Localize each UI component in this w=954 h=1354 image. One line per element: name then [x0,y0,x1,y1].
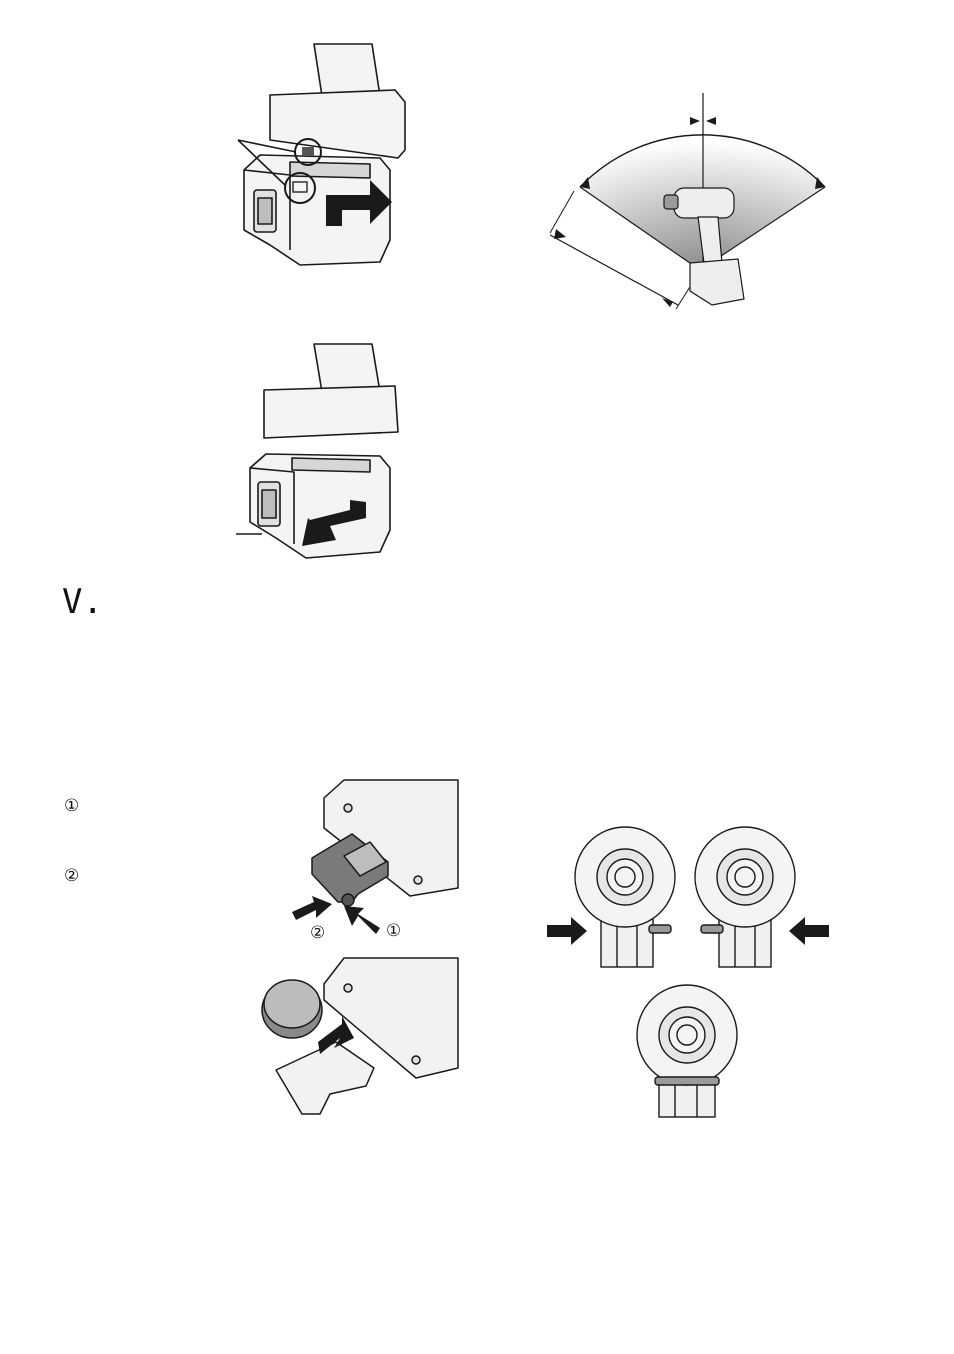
section-label: V. [62,582,103,622]
push-left-arrow-icon [789,917,829,945]
step-2-label: ② [64,866,79,886]
holder-step-1-label: ① [386,921,401,941]
holder-step-2-label: ② [310,923,325,943]
light-angle-figure [540,85,850,315]
push-right-arrow-icon [547,917,587,945]
battery-holder-figure: ② ① [240,776,460,1126]
step-1-label: ① [64,796,79,816]
push-arrow-icon [344,906,380,934]
battery-attach-figure [230,40,430,270]
switch-positions-figure [545,825,835,1120]
battery-remove-figure [230,340,430,570]
pull-arrow-icon [292,896,332,920]
